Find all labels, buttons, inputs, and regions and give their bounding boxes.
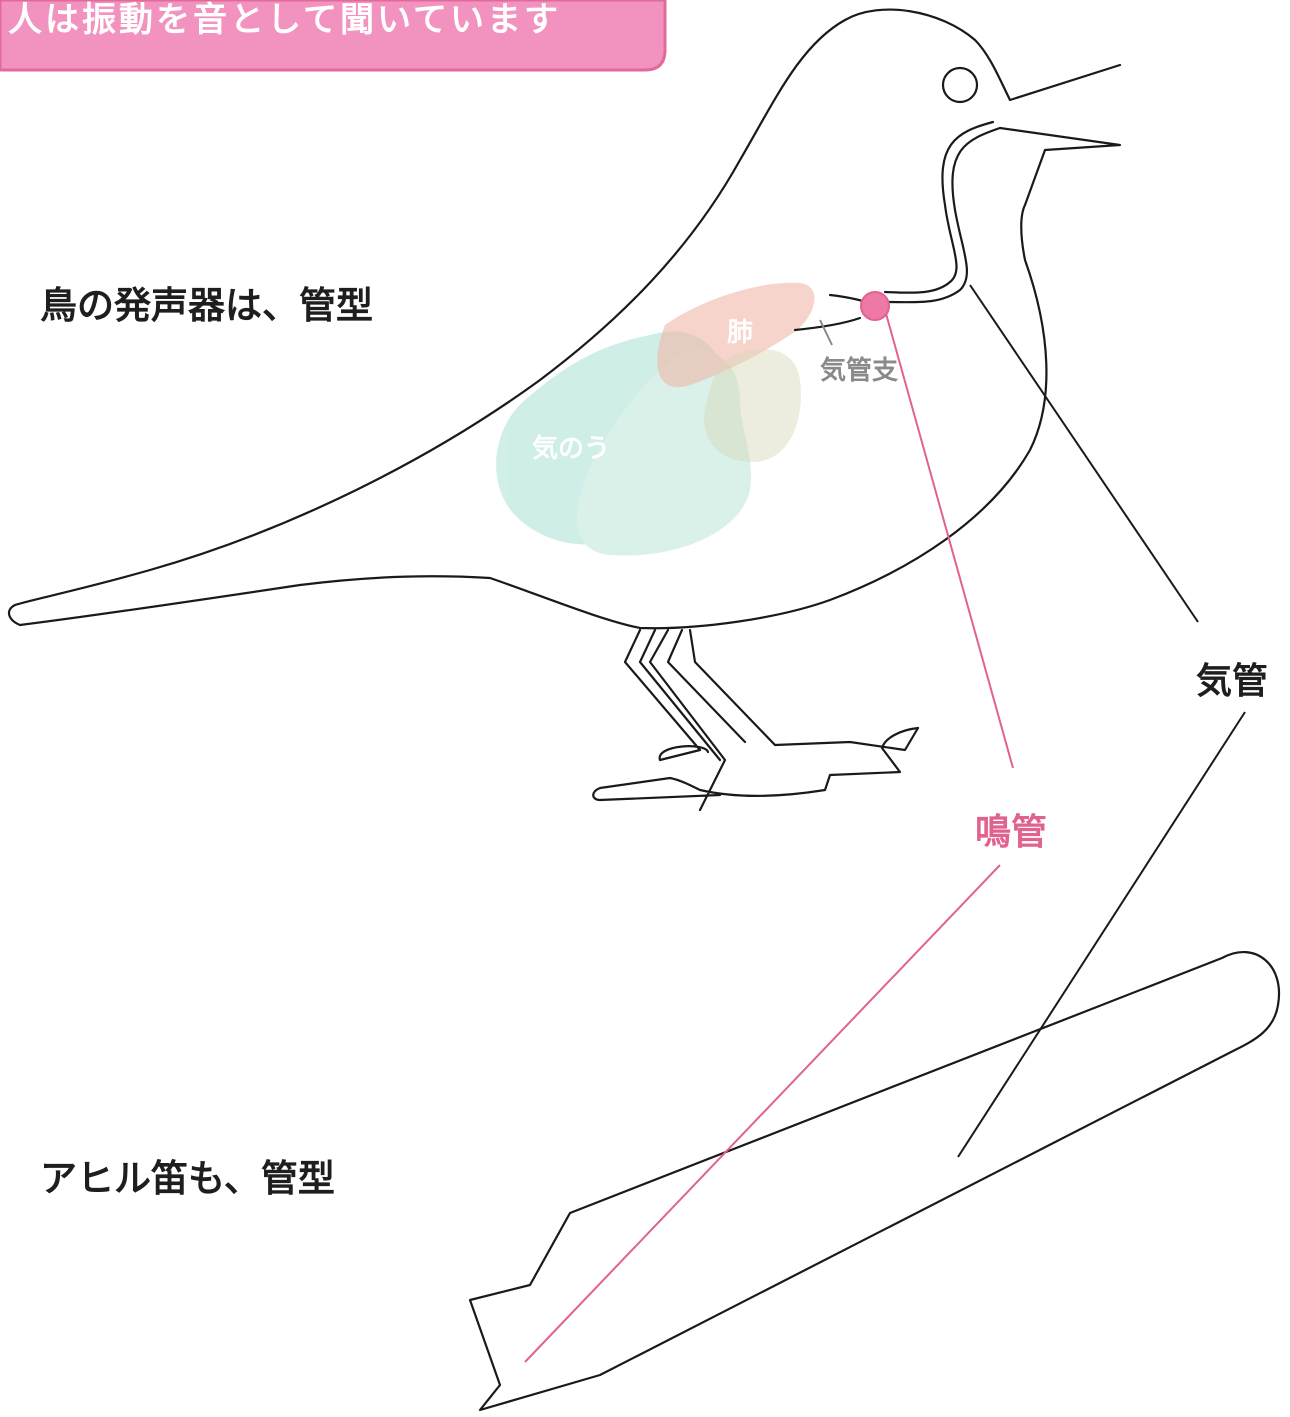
bird-eye [941,66,979,104]
duck-whistle-outline [468,951,1281,1412]
syrinx-marker [860,291,890,321]
trachea-leader-lower [957,711,1246,1158]
trachea-label: 気管 [1196,661,1269,702]
whistle-body [468,951,1281,1412]
lung [657,282,815,388]
lung-shapes [657,282,815,463]
syrinx-label: 鳴管 [975,812,1048,853]
trachea-tube [883,126,1002,304]
leader-lines [524,284,1246,1363]
air-sac-shapes [496,331,752,556]
banner-background [0,0,667,72]
syrinx-leader-lower [524,864,1001,1363]
bird-heading: 鳥の発声器は、管型 [40,284,373,327]
bird-body-outline [7,8,1122,630]
bronchus-leader [819,319,833,346]
banner-title: 人は振動を音として聞いています [8,0,561,40]
lung-label: 肺 [727,318,754,348]
bird-legs [592,628,920,812]
air-sac-rear [577,350,752,556]
syrinx-leader-upper [884,309,1014,769]
air-sac-label: 気のう [532,434,611,464]
bronchus-label: 気管支 [820,356,899,386]
trachea-tube-inner [883,120,995,294]
lung-lower-lobe [704,349,801,463]
whistle-heading: アヒル笛も、管型 [40,1157,335,1200]
trachea-leader-upper [969,284,1199,623]
air-sac-front [496,331,724,545]
